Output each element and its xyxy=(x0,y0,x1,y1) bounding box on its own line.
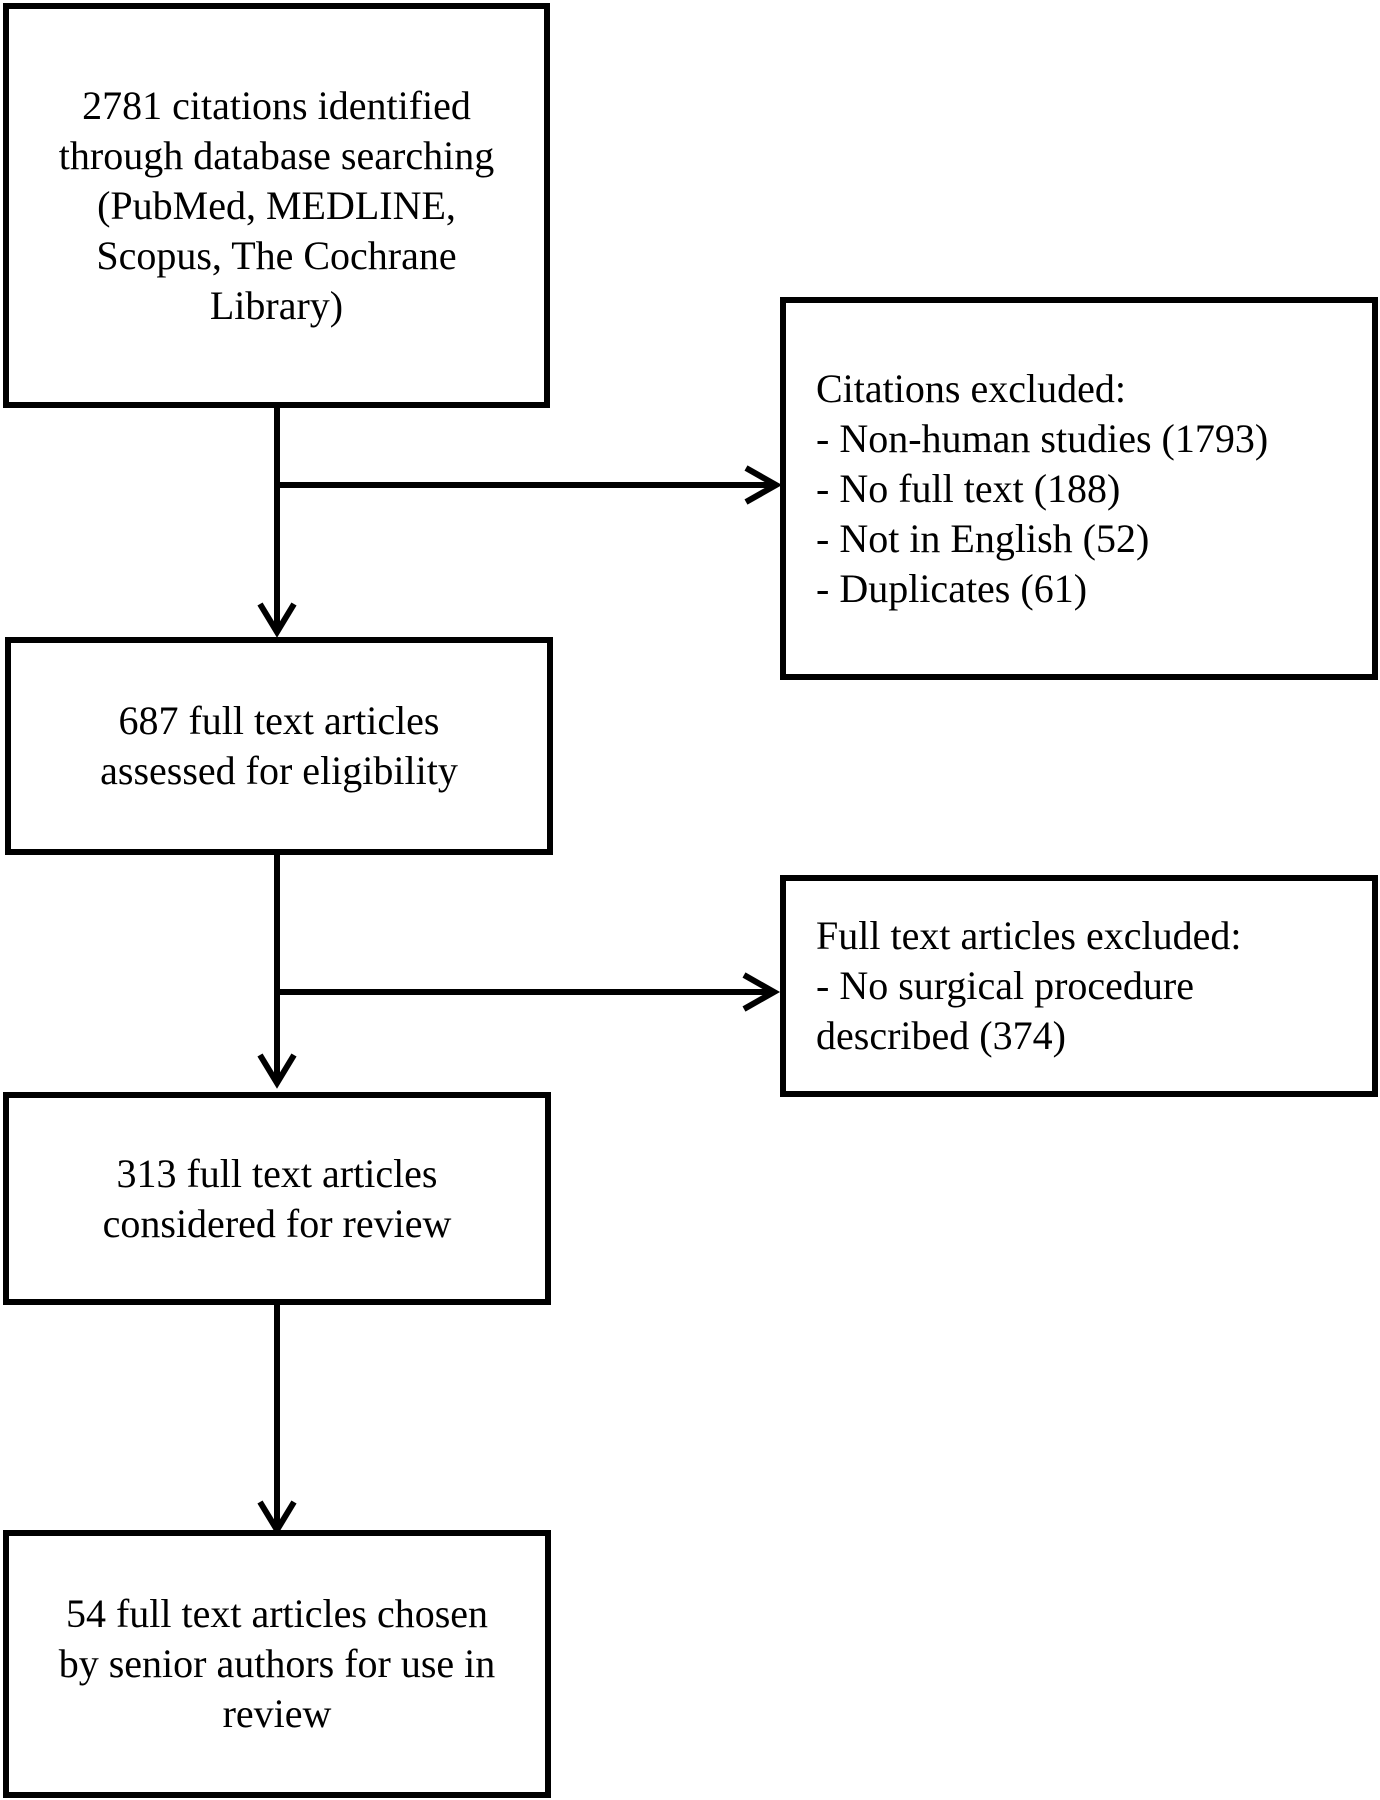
identified-line: Scopus, The Cochrane xyxy=(96,232,457,278)
identified-line: through database searching xyxy=(58,132,495,178)
citations-excluded-line: - No full text (188) xyxy=(816,465,1121,511)
citations-excluded-line: - Duplicates (61) xyxy=(816,565,1088,611)
arrowhead-to-assessed xyxy=(257,602,297,638)
assessed-box: 687 full text articles assessed for elig… xyxy=(5,637,553,855)
arrowhead-to-considered xyxy=(257,1053,297,1089)
chosen-box: 54 full text articles chosen by senior a… xyxy=(3,1530,551,1798)
citations-excluded-line: - Not in English (52) xyxy=(816,515,1150,561)
fulltext-excluded-line: described (374) xyxy=(816,1013,1066,1058)
considered-box: 313 full text articles considered for re… xyxy=(3,1092,551,1305)
citations-excluded-line: Citations excluded: xyxy=(816,365,1126,411)
identified-box: 2781 citations identified through databa… xyxy=(3,3,550,408)
assessed-line: 687 full text articles xyxy=(118,698,440,743)
considered-line: considered for review xyxy=(102,1200,452,1246)
fulltext-excluded-line: Full text articles excluded: xyxy=(816,913,1242,958)
arrowhead-to-fulltext-excluded xyxy=(742,972,781,1012)
chosen-line: by senior authors for use in xyxy=(58,1641,496,1686)
identified-line: (PubMed, MEDLINE, xyxy=(97,182,456,228)
identified-line: Library) xyxy=(209,282,344,328)
citations-excluded-box: Citations excluded: - Non-human studies … xyxy=(780,297,1378,680)
considered-line: 313 full text articles xyxy=(116,1150,438,1196)
assessed-line: assessed for eligibility xyxy=(100,748,458,793)
chosen-line: review xyxy=(222,1691,332,1736)
chosen-line: 54 full text articles chosen xyxy=(65,1591,489,1636)
citations-excluded-line: - Non-human studies (1793) xyxy=(816,415,1269,461)
identified-line: 2781 citations identified xyxy=(82,82,471,128)
arrowhead-to-citations-excluded xyxy=(744,465,783,505)
fulltext-excluded-line: - No surgical procedure xyxy=(816,963,1195,1008)
fulltext-excluded-box: Full text articles excluded: - No surgic… xyxy=(780,875,1378,1097)
